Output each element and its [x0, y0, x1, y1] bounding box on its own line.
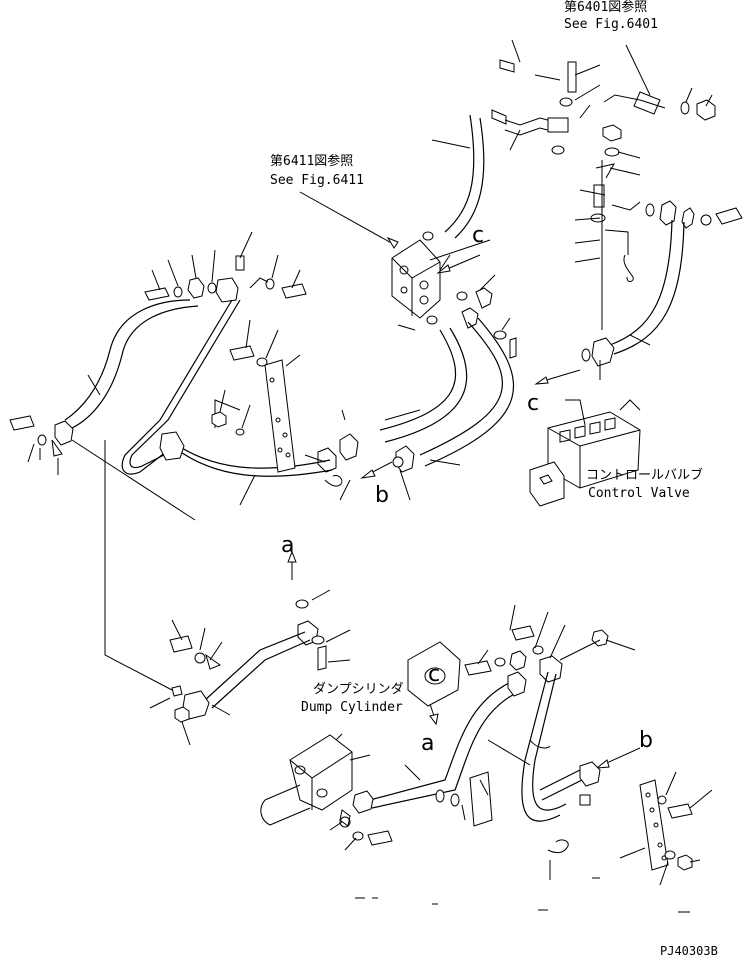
lower-clamp-plate — [619, 771, 713, 886]
fig6401-ref-jp: 第6401図参照 — [564, 0, 648, 15]
connection-arrows — [287, 254, 641, 769]
drawing-code: PJ40303B — [660, 944, 718, 958]
fig6411-ref-en: See Fig.6411 — [270, 173, 364, 188]
letter-a-low: a — [421, 731, 435, 756]
letter-c-cylinder: c — [428, 662, 441, 687]
lower-left-pipe — [104, 440, 351, 746]
letter-a-mid: a — [281, 533, 295, 558]
control-valve-label-jp: コントロールバルブ — [586, 468, 704, 483]
letter-b-mid: b — [375, 483, 389, 508]
fig6401-ref-en: See Fig.6401 — [564, 17, 658, 32]
bottom-fragments — [355, 877, 690, 913]
letter-b-low: b — [639, 728, 653, 753]
fig6411-ref-jp: 第6411図参照 — [270, 154, 354, 169]
letter-c-top: c — [472, 223, 485, 248]
top-right-pipe-assembly — [431, 39, 716, 239]
upper-clamp-plate — [211, 319, 351, 501]
control-valve — [529, 399, 641, 507]
upper-left-assembly — [9, 231, 333, 521]
fig6411-block — [299, 191, 517, 359]
dump-cylinder — [260, 641, 461, 826]
dump-cylinder-label-jp: ダンプシリンダ — [313, 682, 404, 697]
control-valve-label-en: Control Valve — [588, 486, 690, 501]
letter-c-right: c — [527, 391, 540, 416]
right-hose-group — [574, 160, 743, 380]
lower-right-assembly — [329, 604, 636, 880]
middle-hoses — [317, 317, 515, 501]
dump-cylinder-label-en: Dump Cylinder — [301, 700, 403, 715]
